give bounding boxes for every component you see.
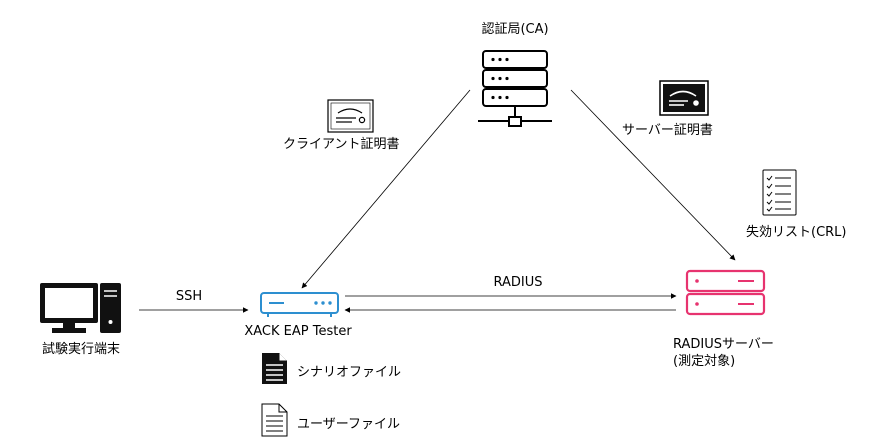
checklist-document-icon <box>762 169 797 216</box>
scenario-file-label: シナリオファイル <box>297 365 402 380</box>
user-file-label: ユーザーファイル <box>297 417 400 432</box>
document-filled-icon <box>262 353 287 384</box>
ssh-label: SSH <box>175 289 203 304</box>
radius-server-label: RADIUSサーバー <box>673 337 774 352</box>
ca-label: 認証局(CA) <box>481 22 549 37</box>
network-appliance-icon <box>260 292 339 317</box>
crl-label: 失効リスト(CRL) <box>746 225 847 240</box>
ca-to-radius-arrow <box>570 89 736 261</box>
pc-label: 試験実行端末 <box>41 342 121 357</box>
server-certificate-icon <box>659 80 709 116</box>
server-certificate-label: サーバー証明書 <box>622 123 713 138</box>
document-outline-icon <box>261 403 288 437</box>
server-rack-icon <box>478 50 552 127</box>
radius-protocol-label: RADIUS <box>493 275 543 290</box>
radius-server-sublabel: (測定対象) <box>673 354 736 369</box>
ca-to-tester-arrow <box>301 89 471 289</box>
tester-label: XACK EAP Tester <box>244 324 352 339</box>
client-certificate-icon <box>327 99 374 133</box>
desktop-computer-icon <box>40 283 121 333</box>
client-certificate-label: クライアント証明書 <box>283 137 400 152</box>
server-stack-icon <box>685 269 766 316</box>
